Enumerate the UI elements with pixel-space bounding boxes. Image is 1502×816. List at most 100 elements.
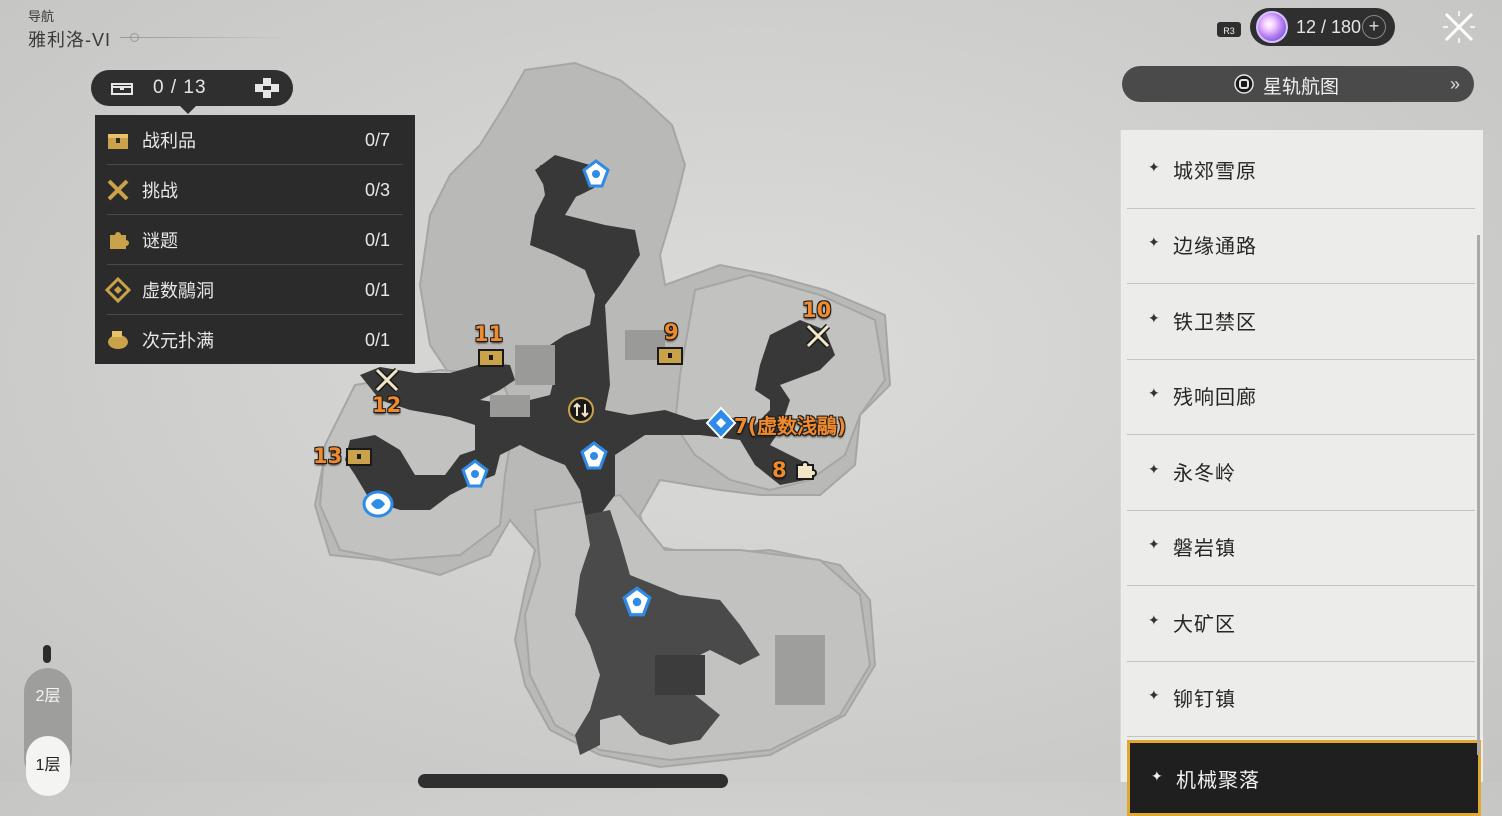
collectible-value: 0/7 — [364, 129, 390, 150]
imaginary-cave-icon[interactable] — [705, 406, 737, 440]
marker-label-13: 13 — [313, 444, 343, 468]
row-divider — [107, 264, 403, 265]
location-item[interactable]: ✦ 边缘通路 — [1127, 209, 1475, 284]
location-name: 城郊雪原 — [1173, 161, 1257, 183]
space-anchor-icon[interactable] — [580, 158, 612, 190]
map-walkway-north — [535, 155, 600, 205]
location-item[interactable]: ✦ 大矿区 — [1127, 587, 1475, 662]
map-building — [490, 395, 530, 417]
gamepad-icon — [255, 78, 279, 98]
trailblaze-power-icon — [1256, 11, 1288, 43]
collectible-value: 0/1 — [364, 329, 390, 350]
location-name: 磐岩镇 — [1173, 538, 1236, 560]
sparkle-icon: ✦ — [1148, 461, 1160, 477]
chevron-right-icon: » — [1449, 74, 1460, 94]
star-rail-map-button[interactable]: 星轨航图 » — [1122, 66, 1474, 102]
collectible-name: 战利品 — [142, 131, 196, 151]
treasure-chest-icon[interactable] — [657, 345, 683, 365]
floor-button-2[interactable]: 2层 — [35, 688, 61, 705]
row-divider — [107, 214, 403, 215]
location-name: 边缘通路 — [1173, 236, 1257, 258]
map-building — [655, 655, 705, 695]
dropdown-pointer — [180, 106, 196, 114]
location-item[interactable]: ✦ 城郊雪原 — [1127, 134, 1475, 209]
location-name: 大矿区 — [1173, 614, 1236, 636]
bottom-hint-bar — [418, 774, 728, 788]
sparkle-icon: ✦ — [1148, 234, 1160, 250]
marker-label-7: 7(虚数浅鷊) — [734, 414, 847, 438]
location-item[interactable]: ✦ 铆钉镇 — [1127, 662, 1475, 737]
treasure-chest-icon[interactable] — [478, 347, 504, 367]
location-item[interactable]: ✦ 铁卫禁区 — [1127, 285, 1475, 360]
r3-button-icon: R3 — [1217, 22, 1241, 37]
dimension-piggybank-icon — [108, 331, 128, 349]
location-name: 机械聚落 — [1176, 770, 1260, 792]
map-walkway-south — [575, 510, 760, 755]
sparkle-icon: ✦ — [1148, 310, 1160, 326]
location-item-selected[interactable]: ✦ 机械聚落 — [1127, 740, 1481, 816]
close-icon[interactable] — [1440, 8, 1478, 46]
location-item[interactable]: ✦ 残响回廊 — [1127, 360, 1475, 435]
sparkle-icon: ✦ — [1148, 385, 1160, 401]
collectible-name: 谜题 — [142, 231, 178, 251]
marker-label-11: 11 — [474, 322, 504, 346]
sparkle-icon: ✦ — [1148, 612, 1160, 628]
collectible-value: 0/1 — [364, 279, 390, 300]
collectible-value: 0/1 — [364, 229, 390, 250]
puzzle-icon — [110, 232, 129, 249]
star-rail-map-icon — [1234, 74, 1254, 94]
nav-label: 导航 — [28, 9, 55, 24]
collectible-row-imaginary-cave[interactable]: 虚数鷊洞 0/1 — [95, 265, 415, 315]
region-name: 雅利洛-VI — [28, 30, 112, 50]
collectible-row-piggybank[interactable]: 次元扑满 0/1 — [95, 315, 415, 365]
location-name: 永冬岭 — [1173, 463, 1236, 485]
space-anchor-icon[interactable] — [578, 440, 610, 472]
trailblaze-power[interactable]: 12 / 180 + — [1250, 8, 1395, 46]
crossed-swords-icon[interactable] — [804, 322, 832, 350]
calyx-icon[interactable] — [362, 489, 394, 519]
row-divider — [107, 314, 403, 315]
puzzle-icon[interactable] — [792, 457, 818, 483]
collectible-name: 挑战 — [142, 181, 178, 201]
elevator-icon[interactable] — [567, 396, 595, 424]
collectible-name: 次元扑满 — [142, 331, 214, 351]
collectible-value: 0/3 — [364, 179, 390, 200]
location-list[interactable]: ✦ 城郊雪原 ✦ 边缘通路 ✦ 铁卫禁区 ✦ 残响回廊 ✦ 永冬岭 ✦ 磐岩镇 … — [1120, 130, 1483, 816]
sparkle-icon: ✦ — [1148, 687, 1160, 703]
floor-button-1[interactable]: 1层 — [26, 736, 70, 796]
location-item[interactable]: ✦ 磐岩镇 — [1127, 511, 1475, 586]
floor-slider-handle[interactable] — [43, 645, 51, 663]
collectibles-count: 0 / 13 — [153, 77, 207, 98]
marker-label-12: 12 — [372, 393, 402, 417]
location-name: 铆钉镇 — [1173, 689, 1236, 711]
map-building — [775, 635, 825, 705]
imaginary-cave-icon — [105, 277, 131, 303]
sparkle-icon: ✦ — [1148, 159, 1160, 175]
region-divider — [120, 37, 290, 38]
area-map[interactable] — [300, 55, 900, 775]
star-rail-map-label: 星轨航图 — [1263, 77, 1340, 98]
marker-label-8: 8 — [772, 458, 787, 482]
space-anchor-icon[interactable] — [459, 458, 491, 490]
crossed-swords-icon[interactable] — [373, 366, 401, 394]
sparkle-icon: ✦ — [1151, 768, 1163, 784]
treasure-chest-icon — [111, 83, 133, 95]
trailblaze-power-value: 12 / 180 — [1296, 17, 1362, 37]
location-scrollbar[interactable] — [1477, 235, 1480, 755]
space-anchor-icon[interactable] — [620, 585, 654, 619]
location-item[interactable]: ✦ 永冬岭 — [1127, 436, 1475, 511]
collectible-name: 虚数鷊洞 — [142, 281, 214, 301]
collectible-row-challenge[interactable]: 挑战 0/3 — [95, 165, 415, 215]
add-power-button[interactable]: + — [1362, 15, 1386, 39]
map-building — [515, 345, 555, 385]
treasure-chest-icon[interactable] — [346, 446, 372, 466]
r3-label: R3 — [1223, 26, 1235, 36]
location-name: 铁卫禁区 — [1173, 312, 1257, 334]
sparkle-icon: ✦ — [1148, 536, 1160, 552]
collectibles-toggle[interactable]: 0 / 13 — [91, 70, 293, 106]
collectible-row-loot[interactable]: 战利品 0/7 — [95, 115, 415, 165]
marker-label-10: 10 — [802, 298, 832, 322]
crossed-swords-icon — [107, 179, 129, 201]
collectible-row-puzzle[interactable]: 谜题 0/1 — [95, 215, 415, 265]
marker-label-9: 9 — [664, 320, 679, 344]
